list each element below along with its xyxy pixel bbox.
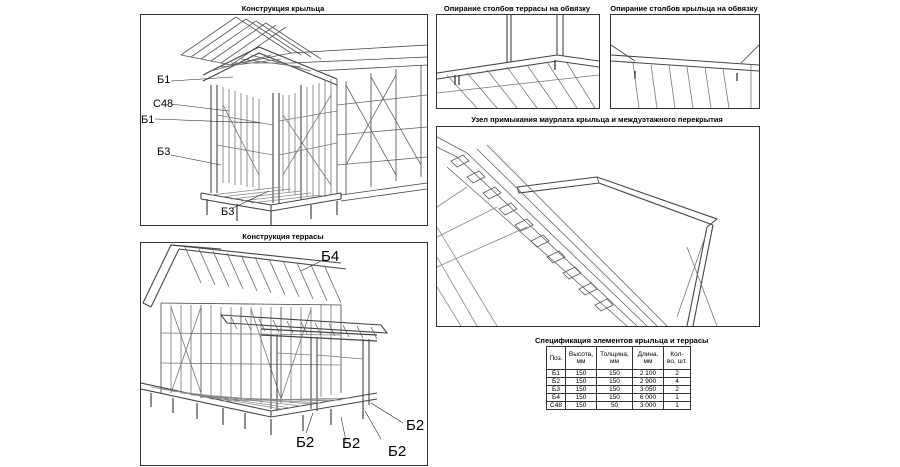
node-caption: Узел примыкания маурлата крыльца и между…	[471, 115, 723, 124]
terrace-label-b2-2: Б2	[342, 435, 361, 452]
spec-cell: 150	[596, 393, 633, 402]
spec-cell: Б2	[546, 377, 566, 386]
spec-header-height: Высота, мм	[565, 346, 597, 370]
spec-cell: Б1	[546, 369, 566, 378]
terrace-posts-drawing	[437, 15, 599, 108]
roof-construction-panel: Б1 С48 Б1 Б3 Б3	[140, 14, 428, 226]
porch-posts-drawing	[611, 44, 759, 108]
table-row: С48 150 50 3 000 1	[546, 401, 691, 410]
spec-cell: 3 050	[632, 385, 664, 394]
spec-cell: 4	[663, 377, 691, 386]
spec-title: Спецификация элементов крыльца и террасы	[535, 336, 709, 345]
spec-cell: 150	[596, 385, 633, 394]
spec-header-thickness: Толщина, мм	[596, 346, 633, 370]
porch-posts-panel	[610, 14, 760, 109]
spec-cell: 150	[596, 377, 633, 386]
terrace-posts-caption: Опирание столбов террасы на обвязку	[443, 4, 591, 13]
terrace-label-b2-3: Б2	[388, 443, 407, 460]
spec-header-pos: Поз.	[546, 346, 566, 370]
table-row: Б2 150 150 2 900 4	[546, 377, 691, 386]
spec-cell: 2 900	[632, 377, 664, 386]
spec-cell: Б4	[546, 393, 566, 402]
porch-posts-caption: Опирание столбов крыльца на обвязку	[610, 4, 758, 13]
roof-label-b1-top: Б1	[157, 74, 171, 86]
table-row: Б3 150 150 3 050 2	[546, 385, 691, 394]
table-row: Б1 150 150 2 100 2	[546, 369, 691, 378]
spec-cell: С48	[546, 401, 566, 410]
spec-cell: 150	[565, 401, 597, 410]
roof-caption: Конструкция крыльца	[241, 4, 325, 13]
terrace-label-b2-1: Б2	[296, 434, 315, 451]
terrace-posts-panel	[436, 14, 600, 109]
spec-cell: 2	[663, 369, 691, 378]
spec-header-qty: Кол-во, шт.	[663, 346, 691, 370]
spec-cell: 150	[565, 393, 597, 402]
terrace-label-b2-4: Б2	[406, 417, 425, 434]
spec-cell: 1	[663, 393, 691, 402]
roof-label-b3-bottom: Б3	[221, 206, 235, 218]
roof-label-b3-left: Б3	[157, 146, 171, 158]
terrace-label-b4: Б4	[321, 248, 340, 265]
spec-cell: 2 100	[632, 369, 664, 378]
terrace-construction-panel: Б4 Б2 Б2 Б2 Б2	[140, 242, 428, 466]
spec-cell: 150	[565, 385, 597, 394]
spec-cell: 150	[596, 369, 633, 378]
spec-header-row: Поз. Высота, мм Толщина, мм Длина, мм Ко…	[546, 346, 691, 370]
spec-cell: 1	[663, 401, 691, 410]
roof-label-b1-mid: Б1	[141, 114, 155, 126]
spec-cell: 150	[565, 377, 597, 386]
table-row: Б4 150 150 6 000 1	[546, 393, 691, 402]
spec-cell: 50	[596, 401, 633, 410]
spec-header-length: Длина, мм	[632, 346, 664, 370]
roof-label-c48: С48	[153, 98, 174, 110]
spec-cell: 150	[565, 369, 597, 378]
node-drawing	[437, 136, 719, 326]
spec-cell: 6 000	[632, 393, 664, 402]
node-panel	[436, 126, 760, 327]
roof-frame-drawing	[154, 16, 427, 225]
spec-table: Поз. Высота, мм Толщина, мм Длина, мм Ко…	[546, 346, 691, 410]
terrace-caption: Конструкция террасы	[242, 232, 324, 241]
spec-cell: 2	[663, 385, 691, 394]
terrace-frame-drawing	[141, 244, 404, 442]
spec-cell: Б3	[546, 385, 566, 394]
spec-cell: 3 000	[632, 401, 664, 410]
